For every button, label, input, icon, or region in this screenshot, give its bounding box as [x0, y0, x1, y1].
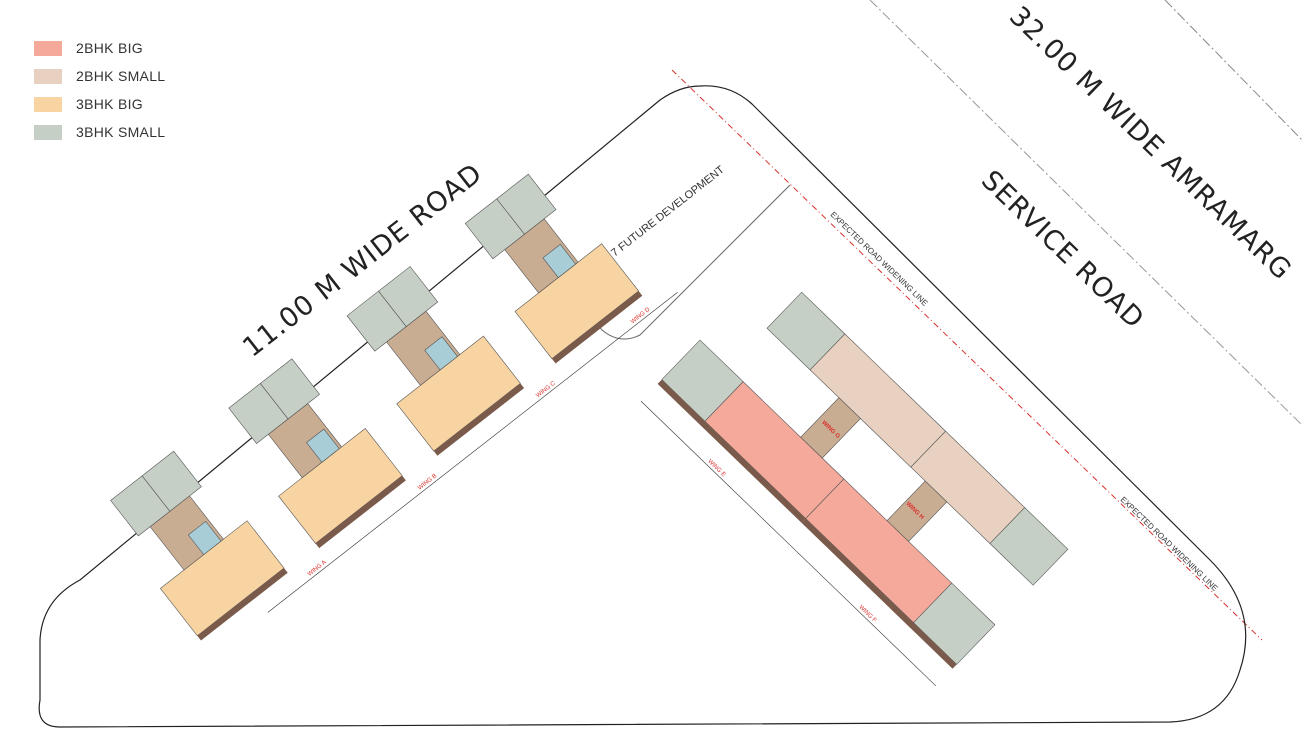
legend-swatch [34, 68, 62, 84]
legend-item-3bhk-big: 3BHK BIG [34, 90, 165, 118]
legend-label: 2BHK BIG [76, 40, 143, 56]
wing-b-block [228, 358, 406, 549]
wing-b-label: WING B [417, 473, 438, 491]
wing-e-label: WING E [706, 459, 726, 479]
legend: 2BHK BIG 2BHK SMALL 3BHK BIG 3BHK SMALL [34, 34, 165, 146]
wing-c-dimension [488, 347, 607, 441]
wing-h-block [886, 430, 1069, 586]
legend-label: 3BHK BIG [76, 96, 143, 112]
wing-d-dimension [606, 291, 678, 348]
legend-label: 2BHK SMALL [76, 68, 166, 84]
wing-e-dimension [640, 400, 786, 541]
main-road-edge-outer [1164, 0, 1302, 141]
road-widening-label-2: EXPECTED ROAD WIDENING LINE [1119, 495, 1220, 593]
future-development-label: G + 7 FUTURE DEVELOPMENT [592, 164, 727, 273]
wing-e-block [657, 339, 845, 523]
legend-swatch [34, 96, 62, 112]
wing-f-dimension [784, 539, 937, 687]
legend-label: 3BHK SMALL [76, 124, 166, 140]
legend-item-3bhk-small: 3BHK SMALL [34, 118, 165, 146]
wing-c-label: WING C [535, 380, 557, 399]
plot-boundary [38, 85, 1247, 728]
wing-a-label: WING A [307, 560, 328, 578]
legend-item-2bhk-small: 2BHK SMALL [34, 62, 165, 90]
wing-d-block [464, 173, 643, 364]
wing-b-dimension [370, 439, 489, 533]
wing-c-block [346, 266, 525, 456]
road-widening-label-1: EXPECTED ROAD WIDENING LINE [829, 210, 930, 308]
wing-f-block [801, 478, 996, 669]
legend-item-2bhk-big: 2BHK BIG [34, 34, 165, 62]
left-building-cluster: WING A WING B WING C WING D [110, 173, 678, 641]
right-building-cluster: WING G WING H WING E WING F [640, 291, 1069, 687]
wing-d-label: WING D [630, 306, 652, 325]
wing-f-label: WING F [857, 605, 877, 625]
wing-a-dimension [267, 532, 371, 613]
wing-g-block [766, 291, 947, 468]
wing-a-block [110, 450, 288, 641]
future-development-parcel [514, 184, 791, 340]
legend-swatch [34, 124, 62, 140]
main-road-edge-inner [869, 0, 1302, 426]
legend-swatch [34, 40, 62, 56]
